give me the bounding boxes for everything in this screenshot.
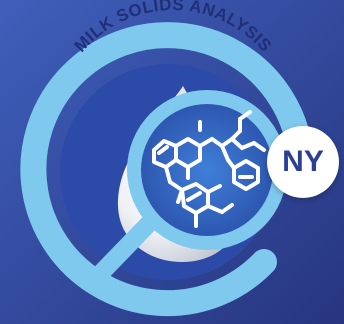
- molecule-icon: [152, 110, 266, 228]
- outer-ring: [20, 22, 313, 317]
- magnifying-glass-icon: [127, 90, 287, 250]
- state-code: NY: [282, 145, 324, 178]
- state-badge: NY: [267, 126, 339, 198]
